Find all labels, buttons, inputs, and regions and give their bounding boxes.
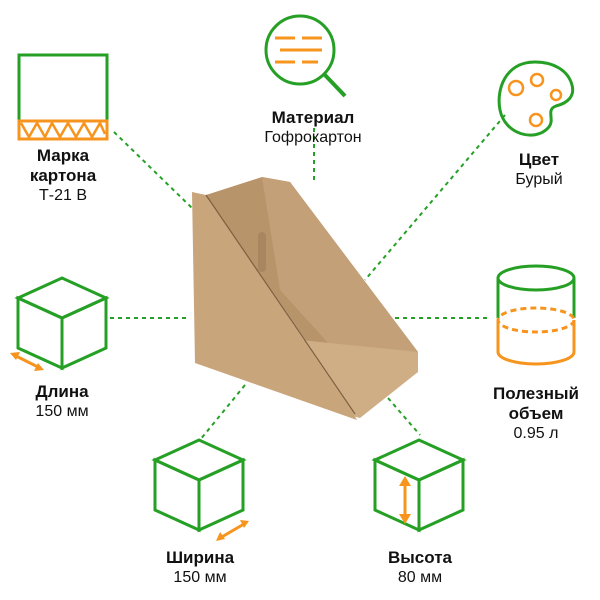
feature-value: 0.95 л [513, 425, 559, 442]
feature-material: Материал Гофрокартон [243, 108, 383, 148]
cube-length-icon [10, 276, 110, 371]
feature-color: Цвет Бурый [469, 150, 600, 190]
cube-width-icon [151, 438, 249, 541]
feature-title: Марка [36, 146, 90, 165]
feature-title: Длина [35, 382, 89, 401]
feature-title: Высота [388, 548, 452, 567]
feature-title: Ширина [165, 548, 235, 567]
cube-height-icon [371, 438, 467, 533]
feature-value: 80 мм [397, 569, 443, 586]
feature-grade: Марка картона Т-21 B [0, 146, 133, 206]
feature-value: 150 мм [35, 403, 89, 420]
feature-title: Цвет [518, 150, 560, 169]
feature-title: картона [29, 166, 97, 185]
cardboard-holder-photo [192, 177, 418, 420]
cylinder-volume-icon [496, 264, 576, 366]
feature-title: объем [508, 404, 564, 423]
magnifier-material-icon [264, 14, 347, 98]
feature-volume: Полезный объем 0.95 л [466, 384, 600, 444]
feature-value: Гофрокартон [264, 129, 362, 146]
feature-width: Ширина 150 мм [130, 548, 270, 588]
feature-value: Т-21 B [38, 187, 87, 204]
feature-value: Бурый [515, 171, 563, 188]
connector-lines [110, 114, 506, 441]
feature-title: Материал [271, 108, 355, 127]
palette-icon [497, 60, 575, 137]
feature-title: Полезный [493, 384, 579, 403]
feature-height: Высота 80 мм [350, 548, 490, 588]
feature-length: Длина 150 мм [0, 382, 132, 422]
cardboard-grade-icon [17, 53, 109, 141]
feature-value: 150 мм [173, 569, 227, 586]
